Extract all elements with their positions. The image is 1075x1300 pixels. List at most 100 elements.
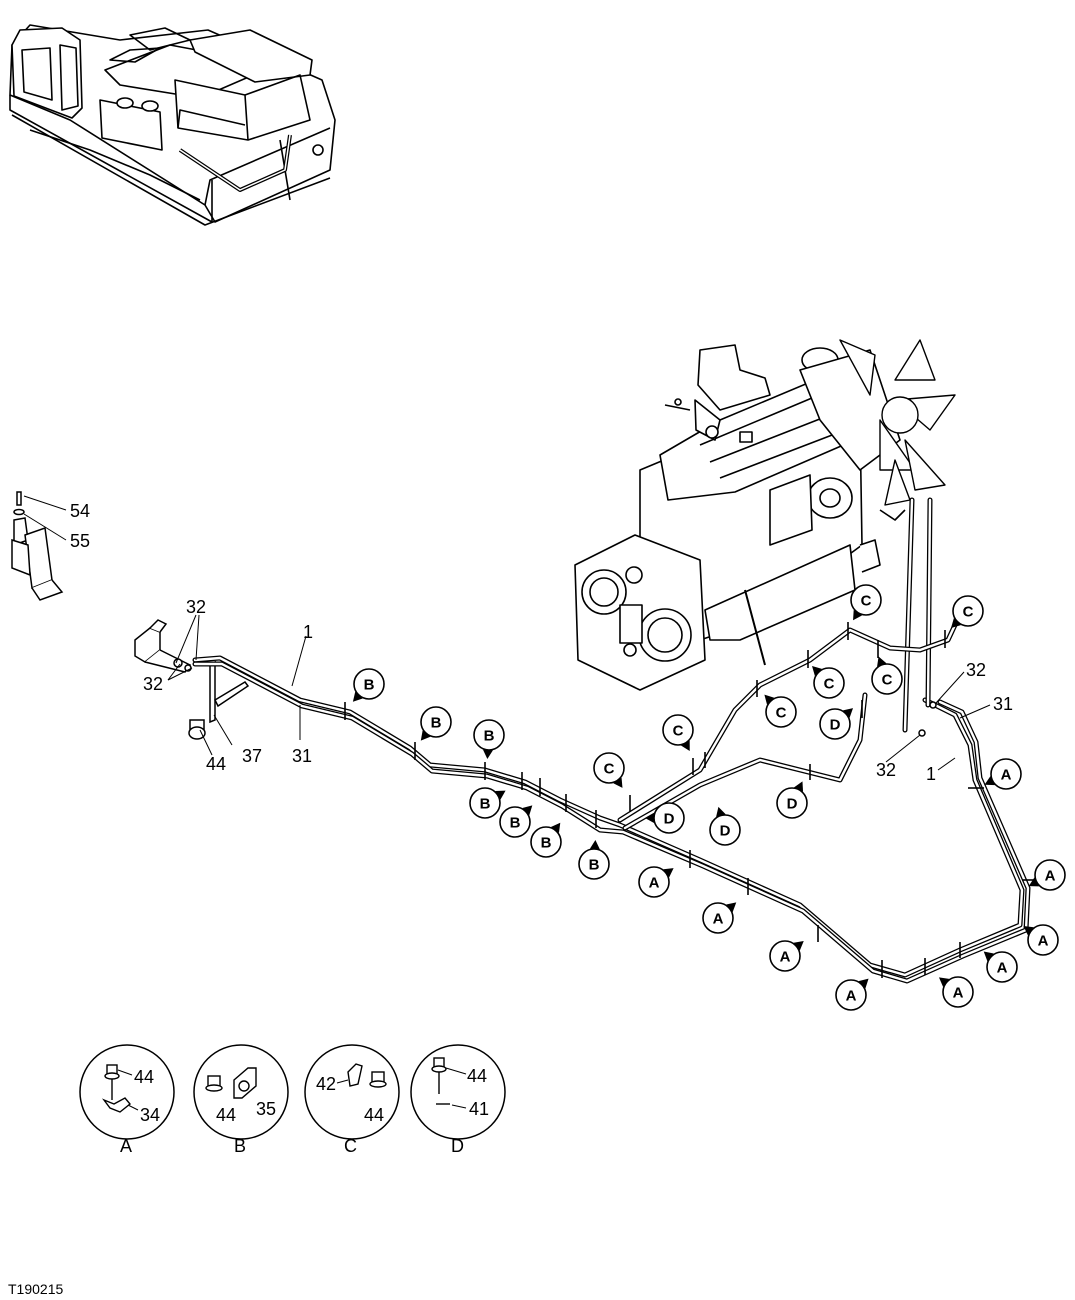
clip-callout-a: A [1028, 859, 1066, 891]
callout-circle [469, 787, 501, 819]
clip-callout-b: B [352, 668, 385, 702]
callout-letter: A [997, 960, 1008, 977]
callout-circle [990, 758, 1022, 790]
clip-callout-d: D [776, 781, 808, 819]
clip-callout-a: A [769, 940, 804, 972]
callout-letter: C [604, 761, 615, 778]
callout-pointer [812, 666, 822, 676]
callout-circle [530, 826, 562, 858]
clip-callout-a: A [938, 976, 974, 1008]
part-label-44: 44 [206, 754, 226, 774]
callout-circle [986, 951, 1018, 983]
clip-callout-c: C [812, 666, 845, 699]
part-label-31-right: 31 [993, 694, 1013, 714]
callout-pointer [522, 805, 533, 816]
callout-letter: C [673, 723, 684, 740]
callout-letter: D [664, 811, 675, 828]
callout-letter: D [787, 796, 798, 813]
callout-pointer [842, 708, 854, 718]
callout-letter: C [963, 604, 974, 621]
callout-pointer [613, 777, 623, 788]
hose-routing [192, 497, 1038, 984]
callout-circle [819, 708, 851, 740]
callout-letter: B [510, 815, 521, 832]
callout-circle [653, 802, 685, 834]
detail-view-c: 42 44 C [304, 1044, 400, 1156]
part-number-labels: 54 55 32 32 44 37 1 31 32 31 32 1 [70, 501, 1013, 784]
callout-letter: B [431, 715, 442, 732]
callout-letter: B [484, 728, 495, 745]
callout-pointer [663, 868, 674, 878]
callout-circle [353, 668, 385, 700]
callout-letter: A [953, 985, 964, 1002]
part-label-1-right: 1 [926, 764, 936, 784]
callout-pointer [764, 694, 775, 705]
clip-callout-a: A [984, 758, 1022, 790]
callout-circle [499, 806, 531, 838]
clip-callout-d: D [819, 708, 854, 740]
callout-pointer [645, 813, 654, 823]
callout-circle [578, 848, 610, 880]
callout-letter: A [1045, 868, 1056, 885]
callout-pointer [951, 618, 961, 628]
excavator-overview-drawing [9, 24, 336, 226]
callout-pointer [983, 951, 994, 962]
detail-d-part-44: 44 [467, 1066, 487, 1086]
callout-circle [871, 663, 903, 695]
callout-letter: C [824, 676, 835, 693]
clip-callout-b: B [499, 805, 533, 838]
clip-callout-a: A [983, 951, 1018, 983]
leader-lines [167, 614, 991, 771]
detail-b-letter: B [234, 1136, 246, 1156]
callout-circle [765, 696, 797, 728]
detail-a-part-34: 34 [140, 1105, 160, 1125]
clip-callout-c: C [593, 752, 625, 788]
detail-view-b: 44 35 B [193, 1044, 289, 1156]
clip-callout-b: B [578, 840, 610, 880]
callout-circle [709, 814, 741, 846]
callout-letter: A [846, 988, 857, 1005]
detail-b-part-44: 44 [216, 1105, 236, 1125]
part-label-55: 55 [70, 531, 90, 551]
callout-circle [473, 719, 505, 751]
part-label-37: 37 [242, 746, 262, 766]
clip-callout-c: C [764, 694, 797, 728]
callout-circle [1027, 924, 1059, 956]
callout-letter: C [882, 672, 893, 689]
mounting-bracket-drawing [134, 619, 250, 740]
part-label-32-left: 32 [143, 674, 163, 694]
callout-letter: A [1001, 767, 1012, 784]
part-label-31-left: 31 [292, 746, 312, 766]
filter-assembly-drawing [11, 491, 64, 601]
callout-circle [769, 940, 801, 972]
clip-callout-a: A [638, 866, 674, 898]
callout-letter: A [1038, 933, 1049, 950]
callout-letter: B [589, 857, 600, 874]
clip-callout-a: A [1023, 924, 1059, 956]
callout-circle [662, 714, 694, 746]
callout-letter: A [780, 949, 791, 966]
callout-pointer [726, 902, 737, 913]
part-label-32-right-bottom: 32 [876, 760, 896, 780]
clip-callout-a: A [702, 902, 737, 934]
callout-circle [813, 667, 845, 699]
callout-letter: B [364, 677, 375, 694]
callout-pointer [984, 776, 995, 786]
callout-letter: C [861, 593, 872, 610]
callout-letter: D [720, 823, 731, 840]
callout-pointer [1023, 926, 1034, 936]
part-label-1-left: 1 [303, 622, 313, 642]
callout-circle [952, 595, 984, 627]
clip-callout-a: A [835, 978, 869, 1011]
callout-pointer [858, 978, 869, 989]
callout-circle [850, 584, 882, 616]
detail-view-a: 44 34 A [79, 1044, 175, 1156]
detail-d-letter: D [451, 1136, 464, 1156]
detail-d-part-41: 41 [469, 1099, 489, 1119]
clip-callout-c: C [951, 595, 984, 628]
callout-circle [593, 752, 625, 784]
clip-callout-c: C [871, 656, 903, 695]
detail-a-part-44: 44 [134, 1067, 154, 1087]
callout-pointer [495, 790, 506, 800]
